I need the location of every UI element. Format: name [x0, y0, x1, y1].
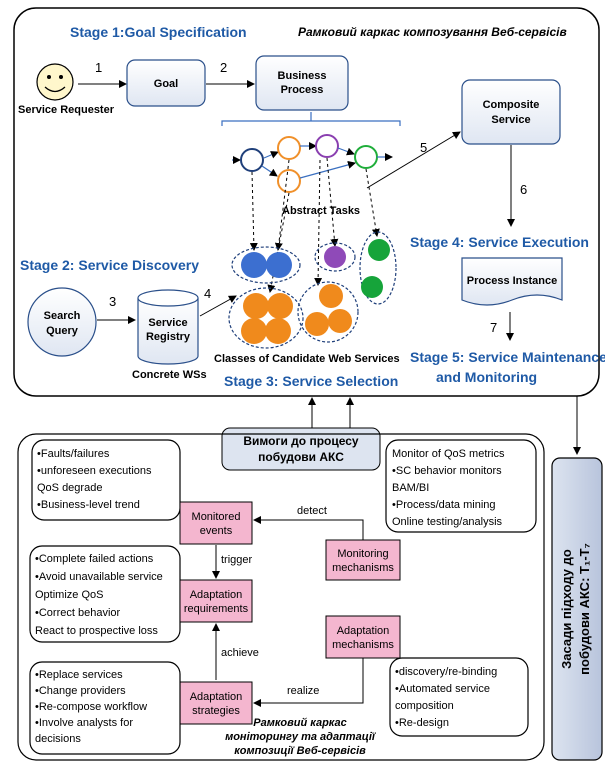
stage3-title: Stage 3: Service Selection: [224, 373, 398, 389]
abstract-tasks-label: Abstract Tasks: [282, 205, 360, 217]
stage2-title: Stage 2: Service Discovery: [20, 257, 199, 273]
service-requester-label: Service Requester: [18, 104, 115, 116]
bottom-frame: [17, 433, 545, 761]
mechanisms-item: •Automated service: [395, 683, 490, 695]
service-registry-label-2: Registry: [146, 331, 191, 343]
adaptation-requirements-label-2: requirements: [184, 603, 249, 615]
step-4: 4: [204, 286, 211, 301]
process-instance-box: [461, 257, 563, 306]
monitor-item: •SC behavior monitors: [392, 465, 502, 477]
composite-service-label-2: Service: [491, 114, 530, 126]
stage1-title: Stage 1:Goal Specification: [70, 24, 247, 40]
side-label-2: побудови АКС: T₁-T₇: [577, 543, 592, 675]
mechanisms-item: composition: [395, 700, 454, 712]
monitor-item: Online testing/analysis: [392, 516, 503, 528]
stage5-title-2: and Monitoring: [436, 369, 537, 385]
business-process-label-2: Process: [281, 84, 324, 96]
requirements-item: •Complete failed actions: [35, 553, 154, 565]
composite-service-box: [461, 79, 561, 145]
requirements-item: •Correct behavior: [35, 607, 121, 619]
step-1: 1: [95, 60, 102, 75]
monitor-list-box: [385, 439, 537, 533]
search-query-node: [27, 287, 97, 357]
monitored-events-box: [179, 501, 253, 545]
mechanisms-item: •Re-design: [395, 717, 449, 729]
events-item: •Faults/failures: [37, 448, 110, 460]
events-item: •Business-level trend: [37, 499, 140, 511]
step-3: 3: [109, 294, 116, 309]
bottom-frame-title-2: моніторингу та адаптації: [225, 731, 377, 743]
mechanisms-list-box: [389, 657, 529, 737]
monitor-item: BAM/BI: [392, 482, 429, 494]
requirements-label-1: Вимоги до процесу: [243, 434, 359, 448]
top-frame-title: Рамковий каркас композування Веб-сервісі…: [298, 25, 567, 39]
business-process-label-1: Business: [278, 70, 327, 82]
monitor-item: •Process/data mining: [392, 499, 496, 511]
requirements-item: Optimize QoS: [35, 589, 103, 601]
smiley-icon: [36, 63, 74, 101]
stage5-title-1: Stage 5: Service Maintenance: [410, 349, 605, 365]
monitoring-mechanisms-label-1: Monitoring: [337, 548, 388, 560]
strategies-item: •Replace services: [35, 669, 123, 681]
concrete-wss-label: Concrete WSs: [132, 369, 207, 381]
bottom-frame-title-1: Рамковий каркас: [253, 717, 347, 729]
monitored-events-label-1: Monitored: [192, 511, 241, 523]
monitor-item: Monitor of QoS metrics: [392, 448, 505, 460]
goal-label: Goal: [154, 78, 178, 90]
requirements-label-2: побудови АКС: [258, 450, 344, 464]
realize-label: realize: [287, 685, 319, 697]
monitoring-mechanisms-box: [325, 539, 401, 581]
monitored-events-label-2: events: [200, 525, 233, 537]
step-7: 7: [490, 320, 497, 335]
bottom-frame-title-3: композиції Веб-сервісів: [234, 745, 366, 757]
service-registry-cylinder: [137, 289, 199, 365]
adaptation-requirements-label-1: Adaptation: [190, 589, 243, 601]
events-item: •unforeseen executions: [37, 465, 152, 477]
detect-label: detect: [297, 505, 327, 517]
events-item: QoS degrade: [37, 482, 102, 494]
step-6: 6: [520, 182, 527, 197]
achieve-label: achieve: [221, 647, 259, 659]
strategies-item: •Re-compose workflow: [35, 701, 147, 713]
adaptation-strategies-label-2: strategies: [192, 705, 240, 717]
strategies-item: decisions: [35, 733, 81, 745]
adaptation-requirements-box: [179, 579, 253, 623]
step-2: 2: [220, 60, 227, 75]
process-instance-label: Process Instance: [467, 275, 558, 287]
strategies-item: •Change providers: [35, 685, 126, 697]
search-query-label-2: Query: [46, 325, 79, 337]
adaptation-mechanisms-label-2: mechanisms: [332, 639, 394, 651]
workflow-nodes: [232, 134, 393, 193]
mechanisms-item: •discovery/re-binding: [395, 666, 497, 678]
monitoring-mechanisms-label-2: mechanisms: [332, 562, 394, 574]
requirements-callout: [221, 427, 381, 471]
step-5: 5: [420, 140, 427, 155]
adaptation-mechanisms-label-1: Adaptation: [337, 625, 390, 637]
strategies-item: •Involve analysts for: [35, 717, 133, 729]
requirements-item: React to prospective loss: [35, 625, 158, 637]
stage4-title: Stage 4: Service Execution: [410, 234, 589, 250]
strategies-list-box: [29, 661, 181, 755]
candidate-clusters: [228, 231, 397, 349]
side-label-1: Засади підходу до: [559, 549, 574, 669]
requirements-item: •Avoid unavailable service: [35, 571, 163, 583]
adaptation-mechanisms-box: [325, 615, 401, 659]
trigger-label: trigger: [221, 554, 253, 566]
business-process-box: [255, 55, 349, 111]
classes-candidates-label: Classes of Candidate Web Services: [214, 353, 400, 365]
side-label-box: [551, 457, 603, 761]
service-registry-label-1: Service: [148, 317, 187, 329]
composite-service-label-1: Composite: [483, 99, 540, 111]
search-query-label-1: Search: [44, 310, 81, 322]
goal-box: [126, 59, 206, 107]
adaptation-strategies-label-1: Adaptation: [190, 691, 243, 703]
events-list-box: [31, 439, 181, 521]
adaptation-strategies-box: [179, 681, 253, 725]
